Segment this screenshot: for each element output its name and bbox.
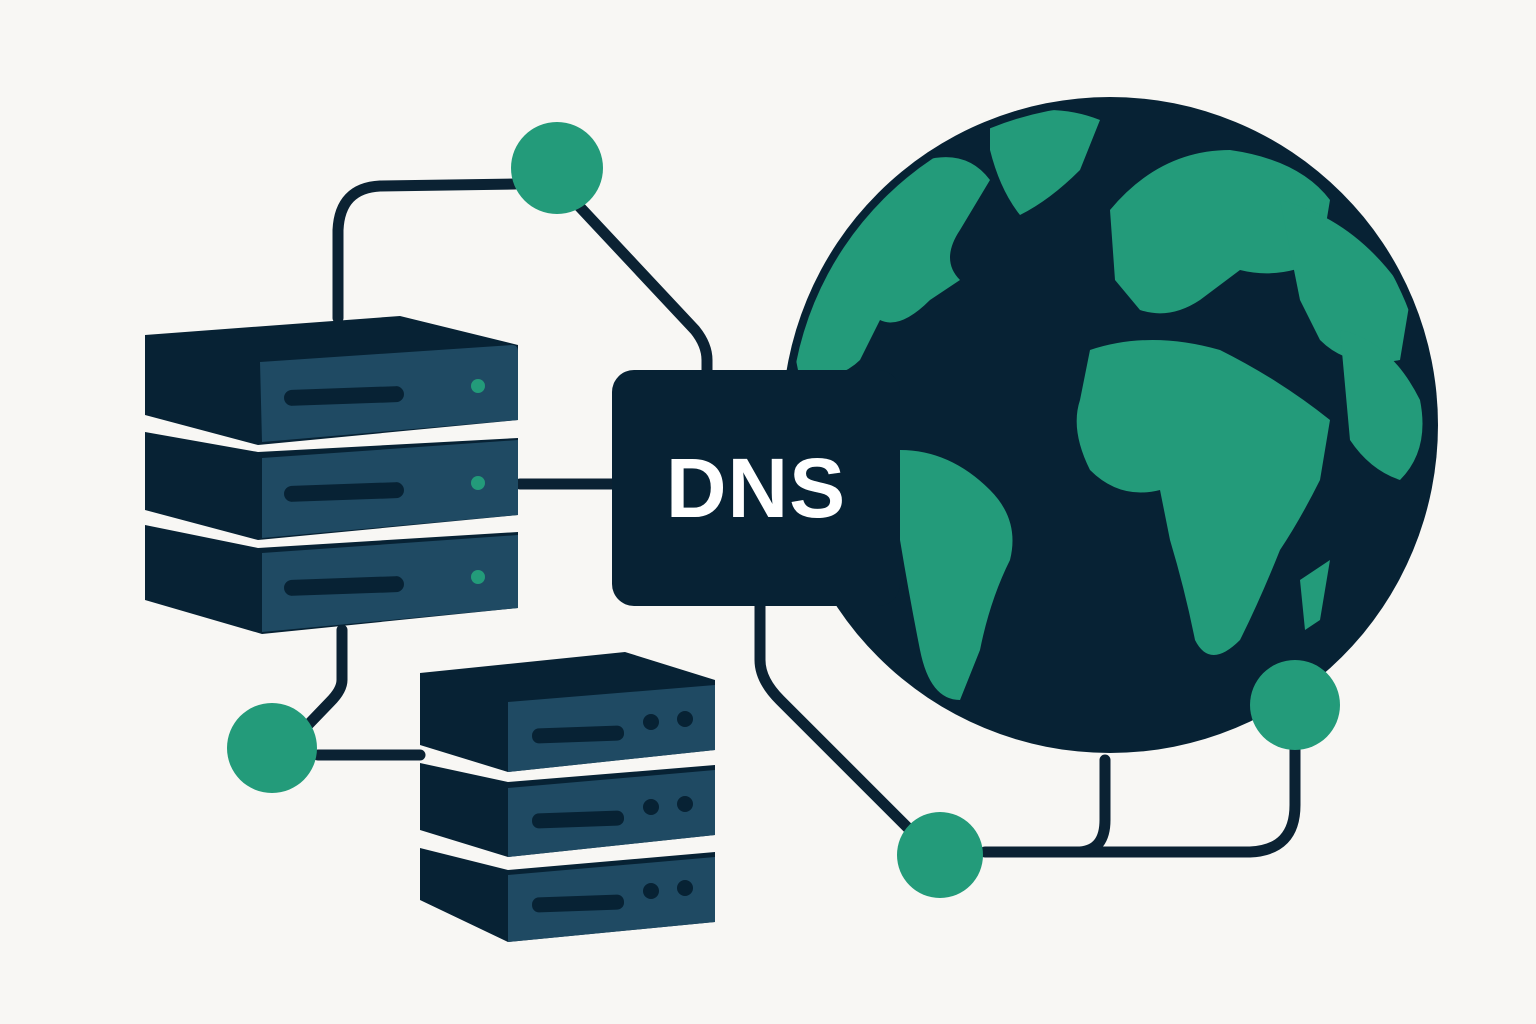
connector-nodes <box>227 122 1340 898</box>
node-top-icon <box>511 122 603 214</box>
node-bottom-icon <box>897 812 983 898</box>
connection-lines <box>299 178 1301 858</box>
globe-icon <box>782 97 1438 753</box>
dns-label: DNS <box>665 440 847 535</box>
server-stack-bottom-icon <box>420 652 715 942</box>
node-left-icon <box>227 703 317 793</box>
dns-box <box>612 370 900 606</box>
node-right-icon <box>1250 660 1340 750</box>
server-stack-left-icon <box>145 316 518 634</box>
